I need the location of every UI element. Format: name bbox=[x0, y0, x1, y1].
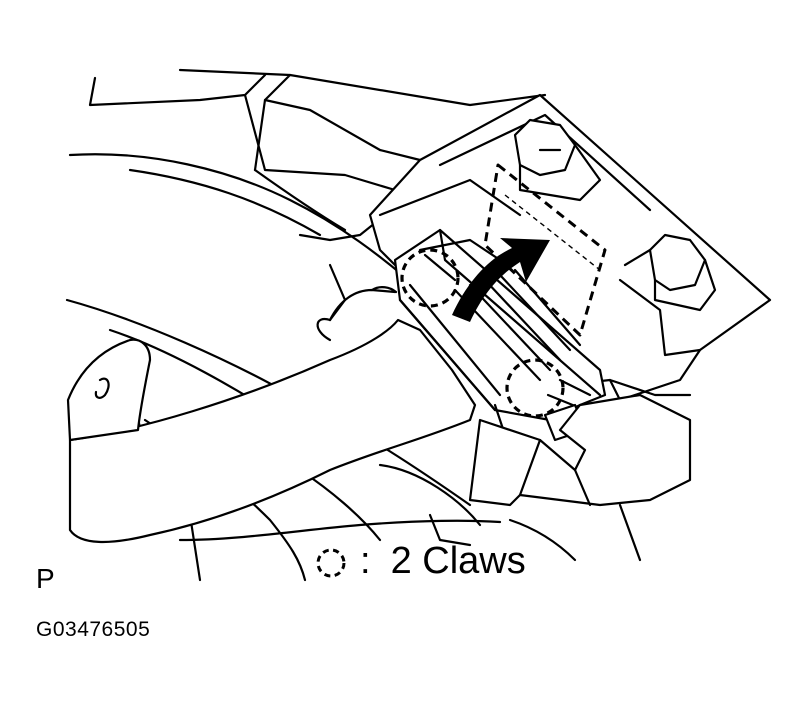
claw-markers bbox=[400, 248, 565, 418]
lower-trim bbox=[468, 393, 692, 562]
claw-legend: : 2 Claws bbox=[312, 540, 526, 583]
installed-position-outline bbox=[483, 163, 607, 337]
technician-hand bbox=[66, 286, 527, 543]
figure-code: G03476505 bbox=[36, 618, 151, 641]
dashed-circle-icon bbox=[316, 548, 346, 577]
legend-separator: : bbox=[360, 540, 371, 582]
removal-arrow bbox=[452, 238, 550, 322]
legend-label: 2 Claws bbox=[390, 540, 526, 582]
view-label: P bbox=[36, 563, 55, 594]
claw-marker-upper bbox=[400, 248, 460, 308]
claw-marker-lower bbox=[505, 358, 565, 418]
